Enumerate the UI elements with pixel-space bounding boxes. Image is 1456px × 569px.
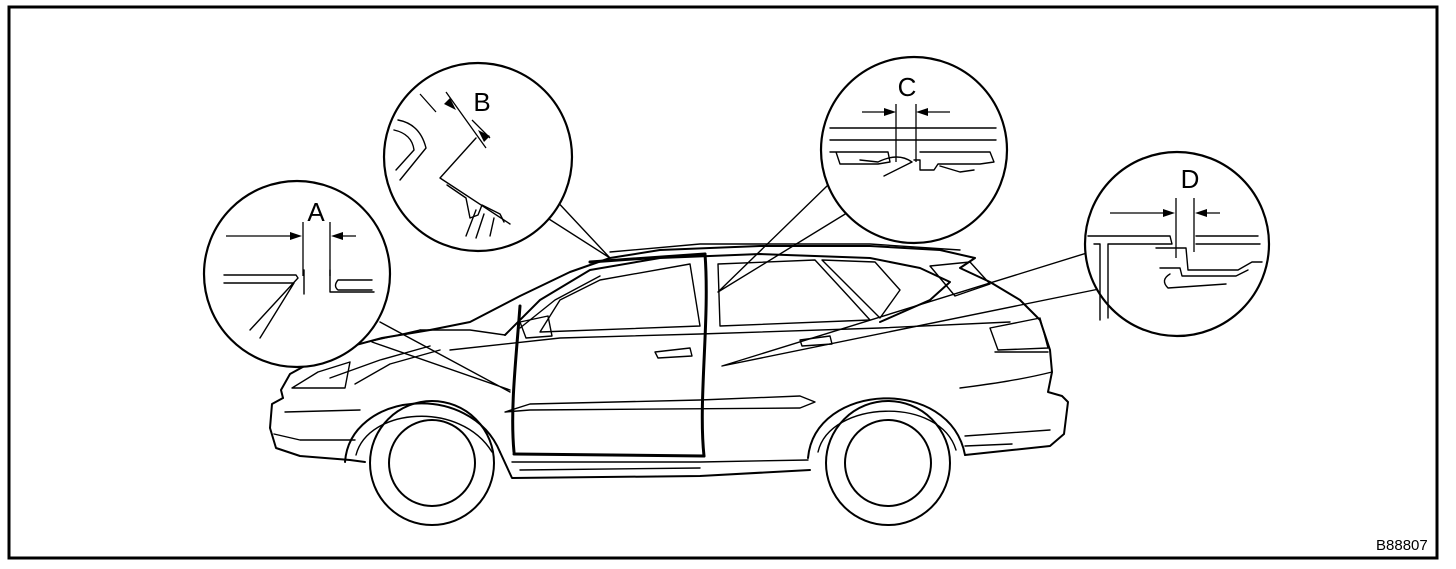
- leader-b: [537, 195, 611, 259]
- detail-c-label: C: [898, 72, 917, 102]
- suv-side-view: [269, 243, 1069, 526]
- detail-a-label: A: [307, 197, 325, 227]
- leader-c: [717, 185, 856, 293]
- body-outline: [280, 245, 1069, 456]
- rear-lamp: [989, 317, 1049, 351]
- detail-b: B: [382, 61, 574, 253]
- b-pillar-door-edge: [700, 252, 708, 458]
- detail-d: D: [1083, 150, 1271, 338]
- rear-wheel-arch: [807, 397, 966, 459]
- figure-frame: [7, 5, 1439, 560]
- quarter-window: [821, 259, 901, 319]
- rear-rim: [844, 419, 932, 507]
- detail-c: C: [819, 55, 1009, 245]
- figure-code: B88807: [1376, 537, 1428, 554]
- detail-a-circle: [202, 179, 392, 369]
- front-door-handle: [654, 347, 693, 359]
- rocker-panel: [499, 451, 811, 479]
- detail-b-label: B: [473, 87, 490, 117]
- front-wheel-arch: [344, 402, 501, 463]
- front-door-edge: [511, 304, 522, 454]
- detail-d-label: D: [1181, 164, 1200, 194]
- leader-lines: [371, 185, 1105, 393]
- detail-a: A: [202, 179, 392, 369]
- front-tire: [369, 400, 495, 526]
- leader-a: [371, 321, 511, 393]
- front-window: [539, 263, 701, 333]
- front-rim: [388, 419, 476, 507]
- rear-tire: [825, 400, 951, 526]
- side-mirror: [519, 315, 553, 339]
- door-top-edge: [588, 252, 707, 264]
- front-bumper: [269, 397, 366, 463]
- detail-b-circle: [382, 61, 574, 253]
- window-line: [504, 253, 951, 336]
- detail-d-circle: [1083, 150, 1271, 338]
- leader-d: [721, 251, 1105, 367]
- roof-rail: [609, 243, 961, 253]
- rear-window: [717, 259, 871, 327]
- detail-c-circle: [819, 55, 1009, 245]
